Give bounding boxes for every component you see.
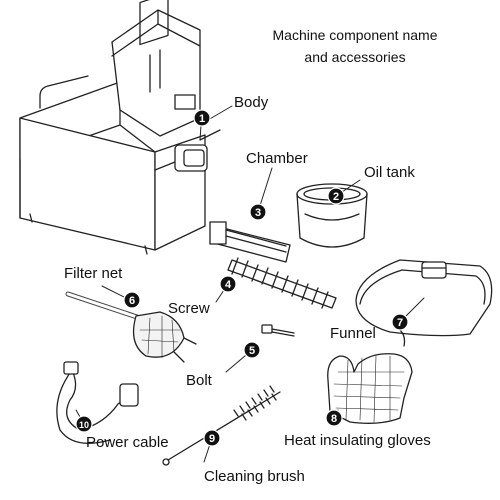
badge-number: 7: [397, 317, 403, 329]
label-filter-net: Filter net: [64, 265, 122, 282]
bolt-illustration: [262, 325, 294, 336]
title-line-1: Machine component name: [255, 24, 455, 46]
label-oil-tank: Oil tank: [364, 164, 415, 181]
cleaning-brush-illustration: [163, 386, 280, 465]
machine-body-illustration: [20, 0, 220, 254]
label-cleaning-brush: Cleaning brush: [204, 468, 305, 485]
badge-6: 6: [124, 292, 140, 308]
badge-number: 4: [225, 279, 232, 291]
label-screw: Screw: [168, 300, 210, 317]
label-funnel: Funnel: [330, 325, 376, 342]
badge-3: 3: [250, 204, 266, 220]
badge-number: 5: [249, 345, 255, 357]
badge-number: 8: [331, 413, 337, 425]
label-bolt: Bolt: [186, 372, 212, 389]
label-body: Body: [234, 94, 268, 111]
badge-5: 5: [244, 342, 260, 358]
screw-illustration: [228, 258, 336, 308]
badge-number: 1: [199, 113, 205, 125]
badge-number: 3: [255, 207, 261, 219]
badge-number: 2: [333, 191, 339, 203]
badge-2: 2: [328, 188, 344, 204]
title-line-2: and accessories: [255, 46, 455, 68]
label-heat-gloves: Heat insulating gloves: [284, 432, 431, 449]
badge-7: 7: [392, 314, 408, 330]
badge-9: 9: [204, 430, 220, 446]
chamber-illustration: [210, 222, 290, 262]
diagram-title: Machine component name and accessories: [255, 24, 455, 68]
heat-glove-illustration: [328, 330, 412, 423]
power-cable-illustration: [57, 362, 138, 443]
badge-10: 10: [76, 416, 92, 432]
badge-4: 4: [220, 276, 236, 292]
label-power-cable: Power cable: [86, 434, 169, 451]
badge-8: 8: [326, 410, 342, 426]
badge-number: 9: [209, 433, 215, 445]
badge-1: 1: [194, 110, 210, 126]
badge-number: 6: [129, 295, 135, 307]
badge-number: 10: [79, 420, 89, 430]
label-chamber: Chamber: [246, 150, 308, 167]
